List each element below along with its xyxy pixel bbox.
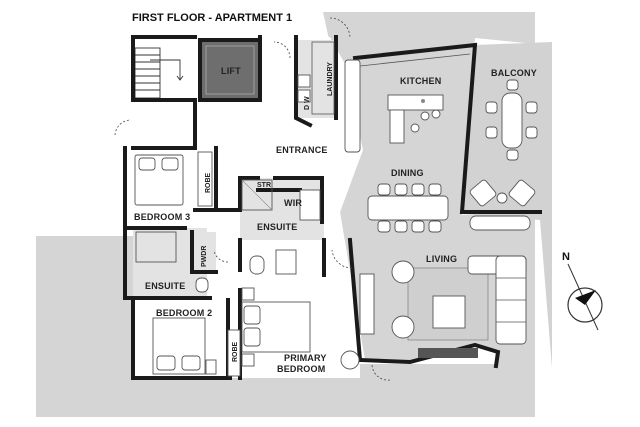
label-bedroom2: BEDROOM 2 xyxy=(156,308,212,318)
laundry-fixtures xyxy=(297,41,335,115)
label-bedroom3: BEDROOM 3 xyxy=(134,212,190,222)
ensuite2-fixtures xyxy=(135,231,209,293)
primary-bedroom-furniture xyxy=(241,287,360,370)
doors xyxy=(114,17,391,381)
label-str: STR xyxy=(257,182,271,189)
label-dw: D W xyxy=(304,96,311,110)
compass-label: N xyxy=(562,251,570,263)
label-robe-1: ROBE xyxy=(205,172,212,193)
lift-car xyxy=(205,45,255,95)
label-laundry: LAUNDRY xyxy=(327,62,334,96)
label-kitchen: KITCHEN xyxy=(400,76,441,86)
label-entrance: ENTRANCE xyxy=(276,145,328,155)
wir-shelving xyxy=(299,189,321,221)
label-dining: DINING xyxy=(391,168,424,178)
terrace-lower xyxy=(36,236,535,417)
bedroom2-furniture xyxy=(152,317,241,377)
balcony-furniture xyxy=(469,79,538,207)
living-furniture xyxy=(359,255,527,358)
plan-title: FIRST FLOOR - APARTMENT 1 xyxy=(132,12,292,24)
label-ensuite-1: ENSUITE xyxy=(257,222,297,232)
ensuite1-fixtures xyxy=(241,179,297,275)
label-robe-2: ROBE xyxy=(232,341,239,362)
label-ensuite-2: ENSUITE xyxy=(145,281,185,291)
planter xyxy=(469,215,531,231)
label-lift: LIFT xyxy=(221,66,241,76)
pwdr-floor xyxy=(192,232,216,272)
lift-shaft xyxy=(198,38,262,102)
kitchen-fixtures xyxy=(344,53,471,153)
balcony-area xyxy=(462,42,552,368)
bedroom3-furniture xyxy=(134,151,213,207)
label-balcony: BALCONY xyxy=(491,68,537,78)
label-bedroom: BEDROOM xyxy=(277,364,325,374)
label-primary: PRIMARY xyxy=(284,353,327,363)
label-pwdr: PWDR xyxy=(201,246,208,267)
compass: N xyxy=(562,251,603,331)
walls xyxy=(123,35,542,380)
label-wir: WIR xyxy=(284,198,302,208)
dining-table xyxy=(367,183,449,233)
label-living: LIVING xyxy=(426,254,457,264)
